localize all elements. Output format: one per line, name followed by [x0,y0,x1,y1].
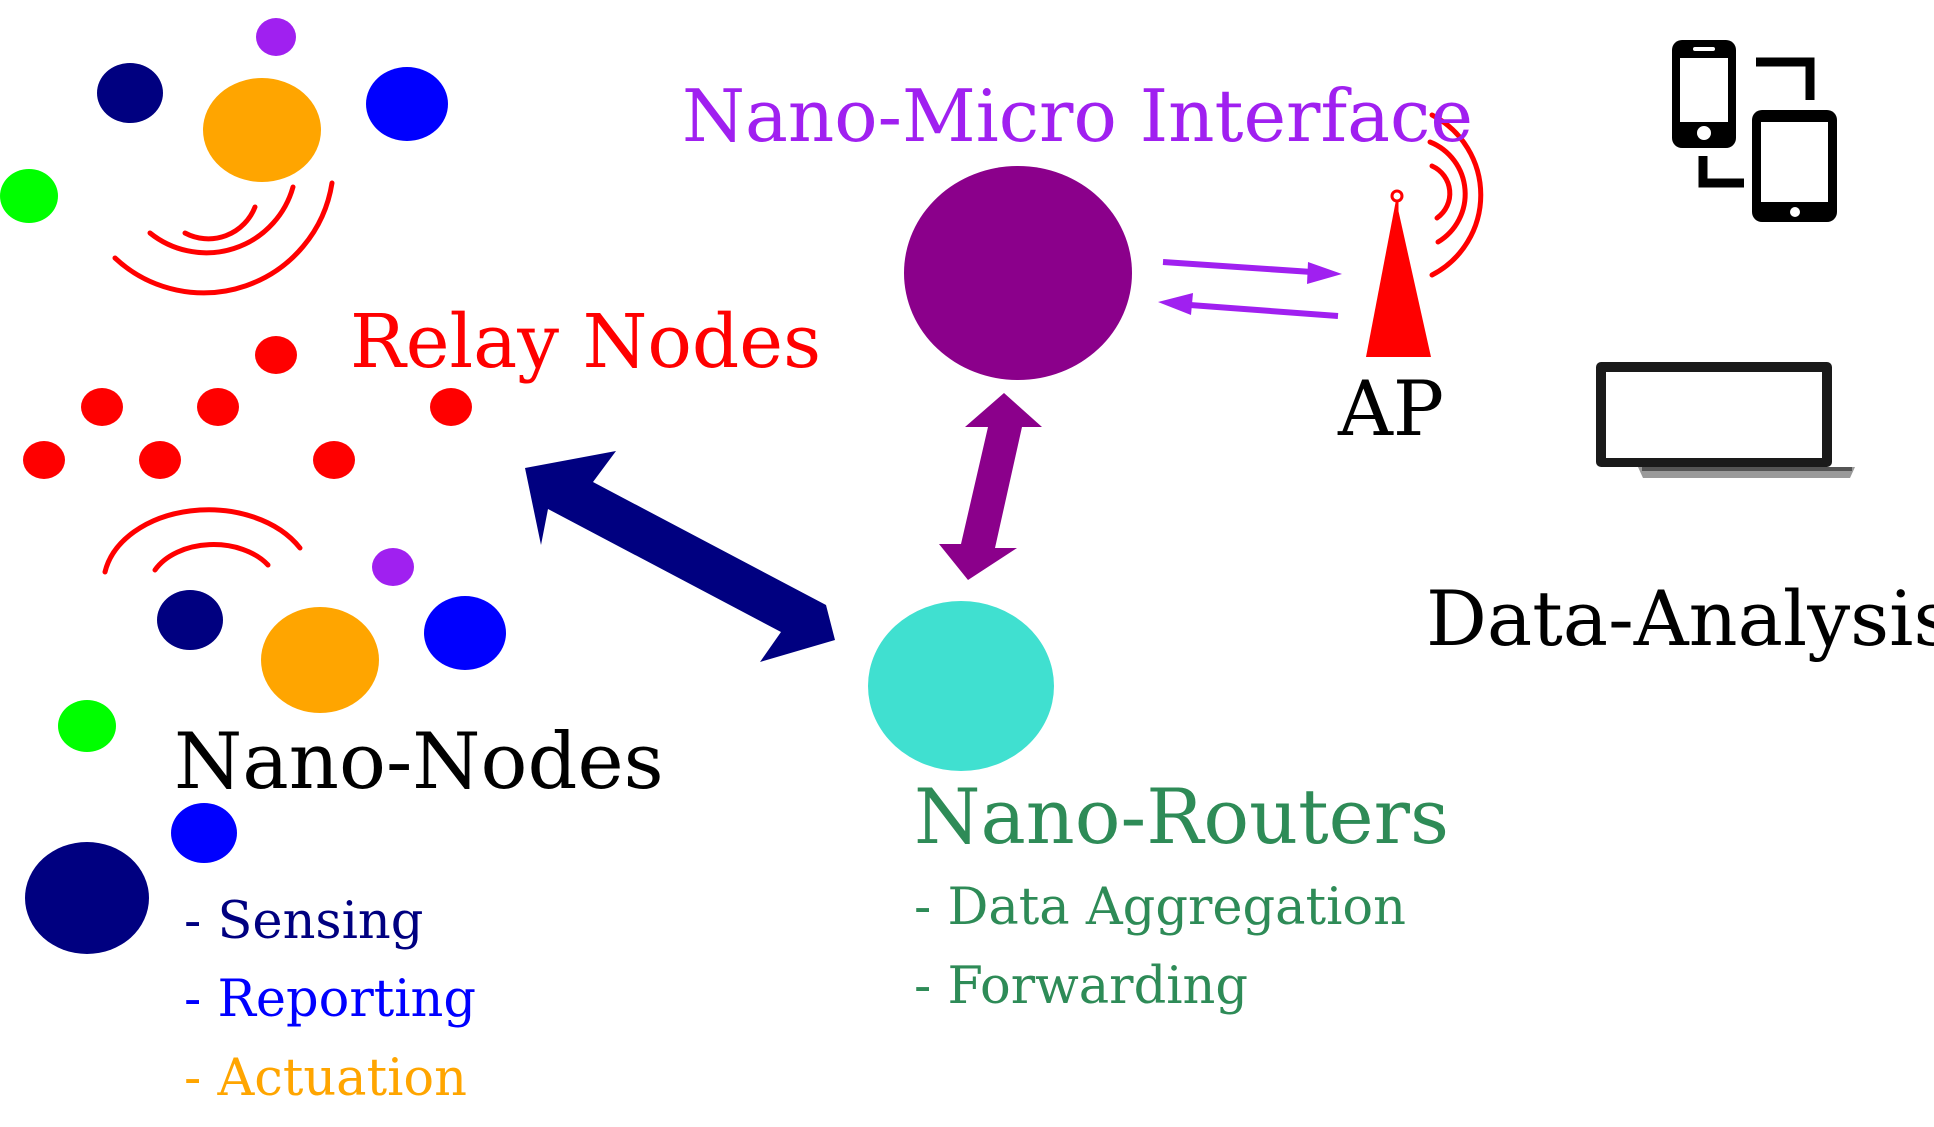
relay-node [81,388,123,426]
relay-node [197,388,239,426]
nano-node-blue [171,803,237,863]
nano-node-cluster-top [0,18,448,223]
nano-node-purple [372,548,414,586]
nano-node-navy [25,842,149,954]
nano-micro-interface-node [904,166,1132,380]
label-nano-nodes: Nano-Nodes [174,717,664,807]
nano-node-cluster-bottom [25,548,506,954]
function-forwarding: - Forwarding [914,957,1248,1016]
function-reporting: - Reporting [184,970,476,1029]
nano-router-function-list: - Data Aggregation - Forwarding [914,878,1406,1016]
nano-node-navy [157,590,223,650]
phone-tablet-icon [1672,40,1837,222]
nano-router-node [868,601,1054,771]
nano-node-blue [424,596,506,670]
interface-ap-link [1158,259,1342,319]
label-relay-nodes: Relay Nodes [350,299,821,385]
nano-node-navy [97,63,163,123]
wireless-signal-icon [112,180,335,296]
label-ap: AP [1337,364,1444,453]
relay-node [139,441,181,479]
bidirectional-arrow-navy [525,451,835,662]
label-data-analysis: Data-Analysis [1426,574,1934,663]
nano-node-function-list: - Sensing - Reporting - Actuation [184,892,476,1108]
relay-node [255,336,297,374]
label-nano-micro-interface: Nano-Micro Interface [682,74,1473,158]
nano-node-orange [261,607,379,713]
label-nano-routers: Nano-Routers [914,772,1449,861]
antenna-icon [1366,112,1484,357]
relay-node [23,441,65,479]
nano-node-green [58,700,116,752]
nano-node-orange [203,78,321,182]
laptop-icon [1596,362,1855,478]
function-sensing: - Sensing [184,892,423,951]
relay-nodes [23,336,472,479]
nano-node-blue [366,67,448,141]
relay-node [313,441,355,479]
function-actuation: - Actuation [184,1049,467,1108]
relay-node [430,388,472,426]
bidirectional-arrow-purple [939,393,1042,580]
wireless-signal-icon [102,507,303,575]
function-data-aggregation: - Data Aggregation [914,878,1406,937]
nano-node-green [0,169,58,223]
nano-node-purple [256,18,296,56]
